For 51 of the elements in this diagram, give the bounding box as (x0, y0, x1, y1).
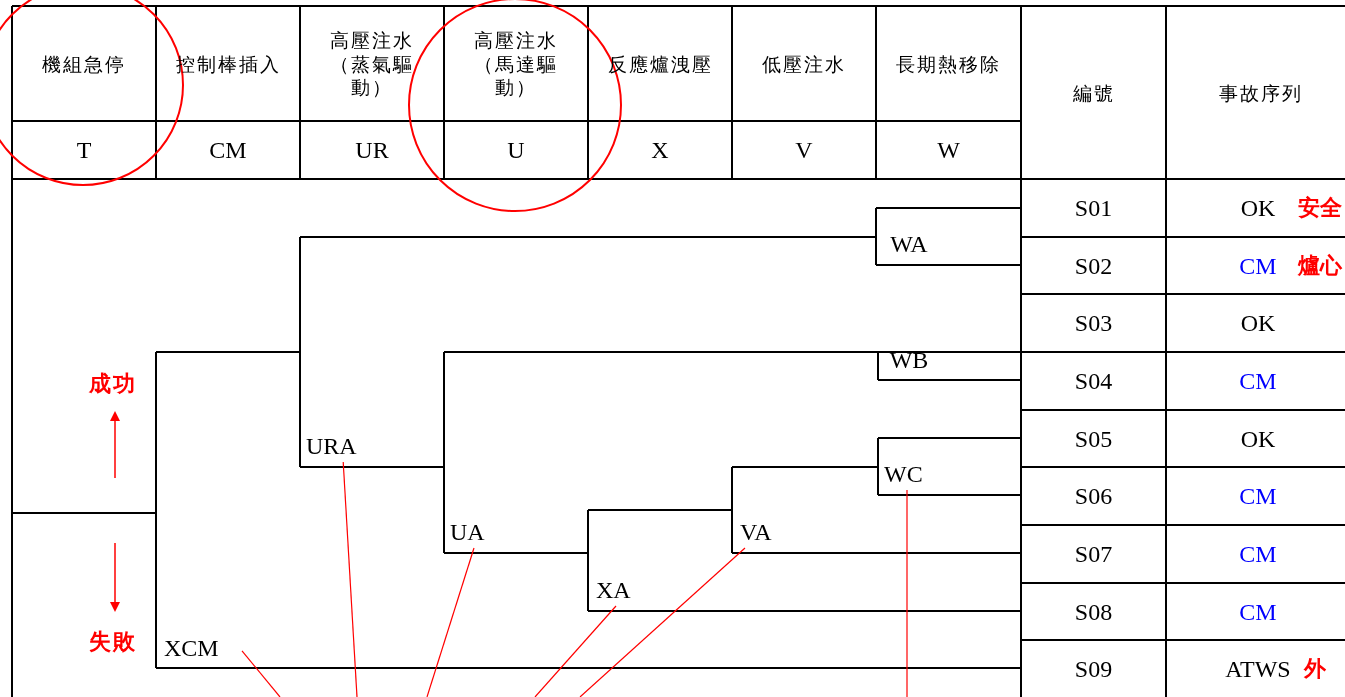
event-code: U (507, 136, 525, 165)
leader-line (426, 547, 475, 697)
event-code: T (76, 136, 92, 165)
sequence-id: S04 (1074, 367, 1113, 396)
column-header: 高壓注水（馬達驅動） (473, 28, 559, 101)
event-code: CM (209, 136, 247, 165)
leader-line (241, 650, 281, 697)
sequence-id: S03 (1074, 309, 1113, 338)
column-header: 編號 (1072, 81, 1115, 106)
leader-line (534, 605, 617, 697)
sequence-id: S07 (1074, 540, 1113, 569)
leader-line (906, 489, 908, 697)
column-header: 事故序列 (1219, 81, 1303, 106)
sequence-result: CM (1239, 251, 1277, 281)
sequence-result: OK (1240, 424, 1276, 454)
branch-label: XA (596, 576, 646, 606)
event-code: W (937, 136, 960, 165)
sequence-result: CM (1239, 540, 1277, 569)
branch-label: XCM (164, 634, 242, 662)
branch-label: VA (740, 518, 790, 548)
sequence-result: OK (1240, 194, 1276, 223)
sequence-id: S08 (1074, 597, 1113, 627)
sequence-result: CM (1239, 482, 1277, 511)
branch-label: WA (890, 230, 928, 259)
column-header: 高壓注水（蒸氣驅動） (329, 28, 415, 101)
branch-label: WB (889, 346, 929, 375)
column-header: 機組急停 (42, 52, 126, 77)
event-code: UR (355, 136, 389, 165)
column-header: 低壓注水 (762, 52, 846, 77)
sequence-id: S02 (1074, 251, 1113, 281)
leader-line (579, 547, 746, 697)
sequence-id: S01 (1074, 194, 1113, 223)
sequence-result: ATWS (1225, 654, 1291, 684)
event-code: V (795, 136, 813, 165)
sequence-result: OK (1240, 309, 1276, 338)
branch-label: URA (306, 432, 366, 462)
sequence-id: S06 (1074, 482, 1113, 511)
column-header: 長期熱移除 (896, 52, 1001, 77)
branch-label: UA (450, 518, 500, 548)
sequence-result: CM (1239, 597, 1277, 627)
branch-label: WC (884, 460, 934, 490)
success-label: 成功 (89, 370, 137, 398)
sequence-result: CM (1239, 367, 1277, 396)
outcome-note: 安全 (1298, 194, 1342, 222)
sequence-id: S05 (1074, 424, 1113, 454)
outcome-note: 外 (1304, 654, 1326, 683)
leader-line (342, 461, 358, 697)
sequence-id: S09 (1074, 654, 1113, 684)
outcome-note: 爐心 (1298, 251, 1342, 280)
event-code: X (651, 136, 669, 165)
failure-label: 失敗 (89, 628, 137, 656)
